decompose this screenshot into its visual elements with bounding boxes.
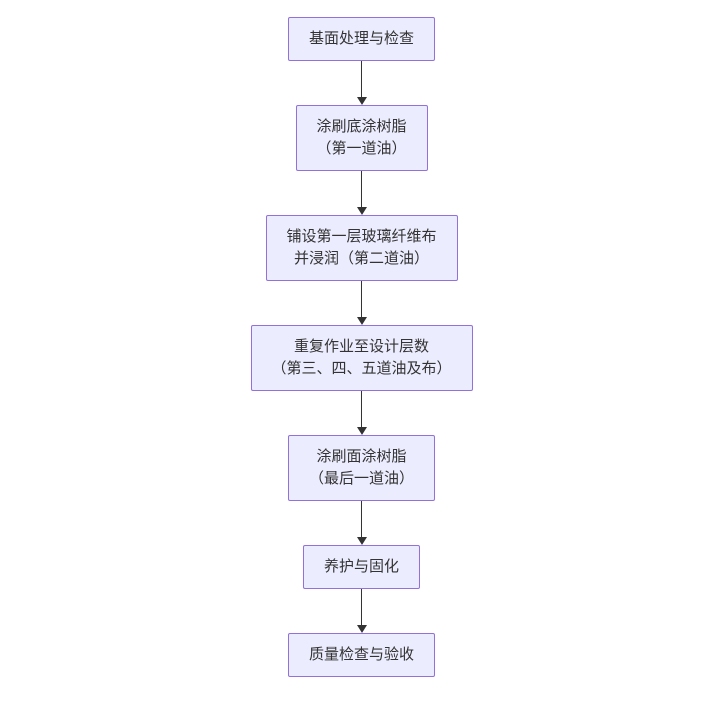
node-text-line: 质量检查与验收 xyxy=(308,646,415,663)
node-text-line: （最后一道油） xyxy=(308,470,415,487)
node-text-line: 养护与固化 xyxy=(323,558,400,575)
flow-arrow xyxy=(356,171,367,215)
node-text-line: 重复作业至设计层数 xyxy=(293,338,430,355)
arrow-head-icon xyxy=(356,97,367,105)
flow-arrow xyxy=(356,501,367,545)
flowchart: 基面处理与检查 涂刷底涂树脂 （第一道油） 铺设第一层玻璃纤维布 并浸润（第二道… xyxy=(250,17,473,677)
arrow-shaft xyxy=(360,171,362,207)
node-first-fiberglass-layer: 铺设第一层玻璃纤维布 并浸润（第二道油） xyxy=(265,215,458,281)
node-quality-inspection: 质量检查与验收 xyxy=(287,633,436,677)
node-primer-resin-coat: 涂刷底涂树脂 （第一道油） xyxy=(295,105,428,171)
arrow-shaft xyxy=(360,281,362,317)
node-repeat-to-design-layers: 重复作业至设计层数 （第三、四、五道油及布） xyxy=(250,325,473,391)
flow-arrow xyxy=(356,391,367,435)
flow-arrow xyxy=(356,281,367,325)
arrow-shaft xyxy=(360,501,362,537)
flow-arrow xyxy=(356,61,367,105)
node-text-line: 涂刷面涂树脂 xyxy=(316,448,407,465)
arrow-head-icon xyxy=(356,537,367,545)
arrow-head-icon xyxy=(356,317,367,325)
node-text-line: （第三、四、五道油及布） xyxy=(271,360,452,377)
node-text-line: 并浸润（第二道油） xyxy=(293,250,430,267)
node-top-resin-coat: 涂刷面涂树脂 （最后一道油） xyxy=(287,435,436,501)
flow-arrow xyxy=(356,589,367,633)
node-text-line: 涂刷底涂树脂 xyxy=(316,118,407,135)
arrow-head-icon xyxy=(356,625,367,633)
node-text-line: 铺设第一层玻璃纤维布 xyxy=(286,228,437,245)
node-base-surface-prep: 基面处理与检查 xyxy=(287,17,436,61)
arrow-head-icon xyxy=(356,427,367,435)
arrow-shaft xyxy=(360,589,362,625)
node-curing: 养护与固化 xyxy=(302,545,421,589)
arrow-shaft xyxy=(360,391,362,427)
arrow-head-icon xyxy=(356,207,367,215)
node-text-line: 基面处理与检查 xyxy=(308,30,415,47)
node-text-line: （第一道油） xyxy=(316,140,407,157)
arrow-shaft xyxy=(360,61,362,97)
